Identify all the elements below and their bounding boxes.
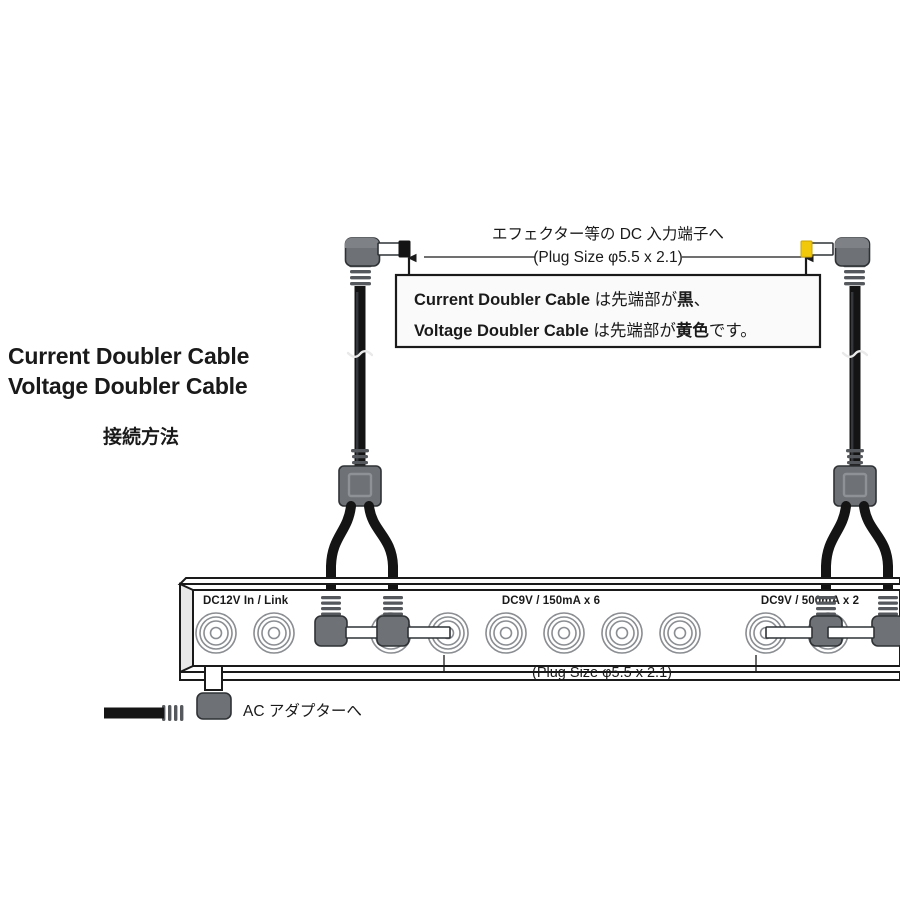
- title-line-1: Current Doubler Cable: [8, 343, 249, 369]
- title-block: Current Doubler Cable Voltage Doubler Ca…: [8, 343, 249, 448]
- jack-dc9v-150-6[interactable]: [659, 612, 701, 654]
- top-leader-line-1: エフェクター等の DC 入力端子へ: [492, 225, 724, 243]
- bottom-plug-size-text: (Plug Size φ5.5 x 2.1): [532, 665, 672, 681]
- callout-line-2-tail: です。: [709, 322, 757, 340]
- left-branch-cable-a: [326, 501, 356, 601]
- left-branch-cable-b: [364, 501, 398, 601]
- inserted-plug-left-b-body: [376, 615, 410, 647]
- left-splitter-body: [338, 465, 382, 507]
- callout-line-1-rest: は先端部が: [590, 290, 678, 309]
- bracket-right: [700, 655, 757, 673]
- left-cable-twist-mark: [346, 350, 374, 358]
- title-line-2: Voltage Doubler Cable: [8, 373, 247, 399]
- power-supply-unit: DC12V In / Link DC9V / 150mA x 6 DC9V / …: [177, 577, 900, 691]
- callout-line-2-emphasis: 黄色: [676, 320, 710, 340]
- top-leader-line-2: (Plug Size φ5.5 x 2.1): [533, 249, 683, 266]
- right-plug-body-highlight: [835, 238, 869, 248]
- left-plug-black-tip: [344, 237, 411, 286]
- right-branch-cable-b: [859, 501, 893, 601]
- unit-label-right: DC9V / 500mA x 2: [761, 595, 859, 607]
- callout-line-2-rest: は先端部が: [589, 321, 677, 340]
- bottom-plug-size-leader: (Plug Size φ5.5 x 2.1): [443, 655, 757, 681]
- inserted-plug-left-b-barrel: [407, 626, 451, 639]
- unit-label-center: DC9V / 150mA x 6: [502, 595, 600, 607]
- subtitle: 接続方法: [103, 425, 179, 448]
- inserted-plug-right-a-barrel: [765, 626, 813, 639]
- inserted-plug-right-b-barrel: [827, 626, 875, 639]
- ac-adapter-connection: AC アダプターへ: [104, 692, 362, 721]
- unit-left-bevel: [179, 582, 194, 674]
- top-leader: エフェクター等の DC 入力端子へ (Plug Size φ5.5 x 2.1): [424, 225, 806, 266]
- callout-line-1: Current Doubler Cable は先端部が黒、: [414, 290, 710, 309]
- inserted-plug-right-b: [827, 596, 900, 647]
- jack-dc12v-2[interactable]: [253, 612, 295, 654]
- callout-line-1-emphasis: 黒: [677, 290, 694, 309]
- unit-top-edge: [177, 577, 900, 585]
- left-splitter-inset: [347, 472, 373, 498]
- inserted-plug-left-a-body: [314, 615, 348, 647]
- inserted-plug-right-b-body: [871, 615, 900, 647]
- right-splitter-block: [833, 449, 877, 507]
- unit-label-left: DC12V In / Link: [203, 595, 289, 607]
- callout-line-2-bold: Voltage Doubler Cable: [414, 322, 589, 340]
- left-plug-body-highlight: [345, 238, 379, 248]
- unit-dc-in-tab: [204, 665, 223, 691]
- ac-adapter-plug: [104, 692, 232, 721]
- jack-dc9v-150-3[interactable]: [485, 612, 527, 654]
- ac-adapter-label: AC アダプターへ: [243, 702, 362, 720]
- callout-box: Current Doubler Cable は先端部が黒、 Voltage Do…: [394, 253, 822, 349]
- unit-bottom-lip: [179, 671, 900, 681]
- right-plug-yellow-tip: [800, 237, 871, 286]
- left-plug-tip-black: [398, 240, 411, 258]
- left-splitter-block: [338, 449, 382, 507]
- callout-line-2: Voltage Doubler Cable は先端部が黄色です。: [414, 320, 757, 340]
- callout-frame: [394, 273, 822, 349]
- callout-line-1-tail: 、: [694, 291, 711, 309]
- bracket-left: [443, 655, 506, 673]
- right-doubler-cable: [800, 237, 893, 601]
- left-plug-barrel: [377, 242, 403, 256]
- left-doubler-cable: [326, 237, 411, 601]
- jack-dc9v-150-5[interactable]: [601, 612, 643, 654]
- right-splitter-inset: [842, 472, 868, 498]
- ac-adapter-plug-body: [196, 692, 232, 720]
- right-cable-twist-mark: [841, 350, 869, 358]
- right-splitter-body: [833, 465, 877, 507]
- callout-line-1-bold: Current Doubler Cable: [414, 291, 590, 309]
- right-branch-cable-a: [821, 501, 851, 601]
- right-plug-barrel: [808, 242, 834, 256]
- right-plug-tip-yellow: [800, 240, 813, 258]
- inserted-plug-left-b: [376, 596, 451, 647]
- jack-dc9v-150-4[interactable]: [543, 612, 585, 654]
- jack-dc12v-1[interactable]: [195, 612, 237, 654]
